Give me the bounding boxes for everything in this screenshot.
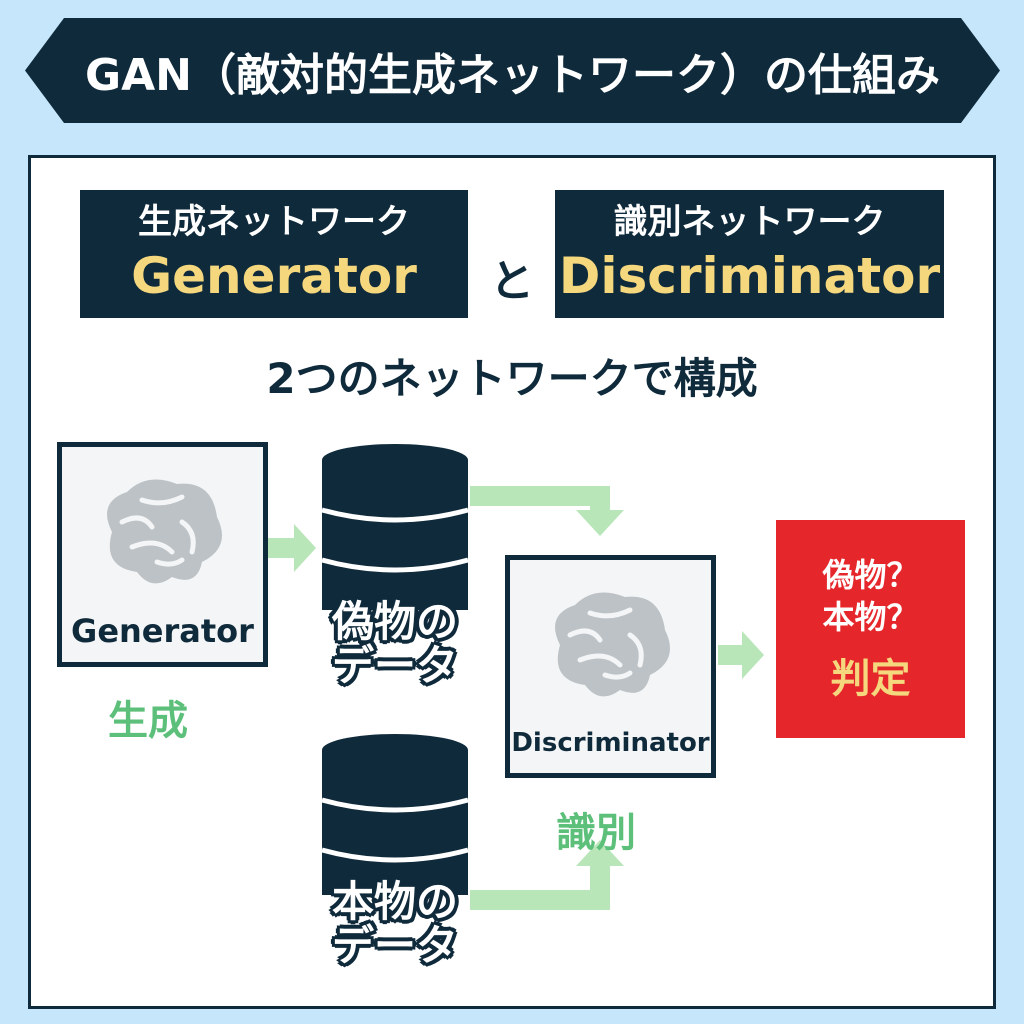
discriminator-card-label: Discriminator [511, 728, 710, 758]
discriminator-network-label: 識別ネットワーク Discriminator [555, 190, 944, 318]
fake-data-line2: データ [331, 641, 458, 690]
page-title: GAN（敵対的生成ネットワーク）の仕組み [25, 18, 1000, 123]
generator-card: Generator [57, 442, 268, 667]
real-data-line1: 本物の [331, 877, 458, 926]
real-question: 本物？ [822, 598, 919, 636]
generate-caption: 生成 [108, 698, 188, 744]
arrow-generator-to-fake [268, 524, 316, 572]
discriminator-sub: 識別ネットワーク [613, 202, 886, 242]
discriminator-name: Discriminator [558, 247, 941, 305]
real-data-line2: データ [331, 921, 458, 970]
generator-network-label: 生成ネットワーク Generator [80, 190, 468, 318]
arrow-real-to-discriminator [470, 840, 624, 910]
arrow-discriminator-to-result [718, 631, 764, 679]
fake-data-label: 偽物の データ [310, 600, 480, 688]
generator-name: Generator [131, 247, 417, 305]
title-text: GAN（敵対的生成ネットワーク）の仕組み [85, 49, 940, 101]
discriminator-card: Discriminator [505, 555, 716, 778]
verdict-label: 判定 [830, 656, 911, 702]
judgement-box: 偽物？ 本物？ 判定 [776, 520, 965, 738]
real-data-label: 本物の データ [310, 880, 480, 968]
subtitle: 2つのネットワークで構成 [266, 354, 758, 403]
generator-card-label: Generator [71, 612, 254, 650]
discriminate-caption: 識別 [556, 810, 636, 856]
arrow-fake-to-discriminator [470, 486, 624, 536]
generator-sub: 生成ネットワーク [138, 202, 410, 242]
fake-question: 偽物？ [822, 556, 919, 594]
brain-icon [555, 592, 670, 697]
connector-text: と [490, 256, 534, 307]
fake-data-line1: 偽物の [331, 597, 458, 646]
database-icon-real [321, 734, 469, 895]
database-icon-fake [321, 444, 469, 610]
brain-icon [107, 479, 222, 584]
